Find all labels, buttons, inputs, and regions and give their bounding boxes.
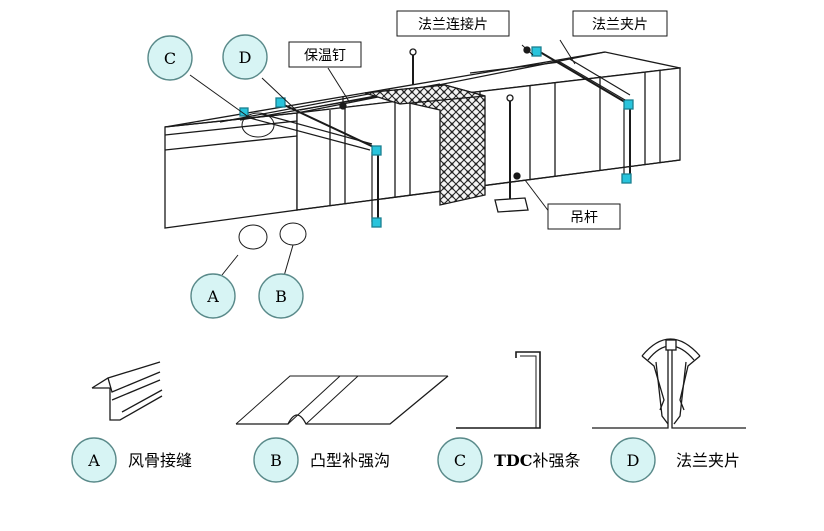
duct-side-surface: [296, 67, 681, 211]
legend-d: D 法兰夹片: [610, 437, 740, 483]
detail-b-profile: [235, 375, 449, 425]
label-flange-clip: 法兰夹片: [572, 10, 668, 37]
flange-right: [531, 46, 634, 184]
caption-b: 凸型补强沟: [310, 451, 390, 470]
circle-c-top: C: [147, 35, 193, 81]
caption-a: 风骨接缝: [128, 451, 192, 470]
duct-end-face: [164, 112, 298, 229]
svg-text:C: C: [164, 49, 176, 68]
circle-d-top: D: [222, 34, 268, 80]
legend-a: A 风骨接缝: [71, 437, 192, 483]
label-hanger-rod: 吊杆: [547, 203, 621, 230]
hanger-rod-text: 吊杆: [570, 210, 598, 226]
legend-b: B 凸型补强沟: [253, 437, 390, 483]
svg-text:D: D: [627, 451, 640, 470]
label-flange-connector: 法兰连接片: [396, 10, 510, 37]
circle-a-top: A: [190, 273, 236, 319]
insulation-pin-text: 保温钉: [304, 48, 346, 64]
tdc-strip: [249, 113, 373, 151]
caption-c: TDC补强条: [494, 451, 581, 470]
svg-text:B: B: [275, 287, 287, 306]
duct-assembly: [164, 39, 681, 277]
svg-text:D: D: [239, 48, 252, 67]
svg-text:C: C: [454, 451, 466, 470]
detail-a-profile: [91, 361, 163, 421]
legend-c: C TDC补强条: [437, 437, 581, 483]
svg-text:A: A: [87, 451, 100, 470]
label-insulation-pin: 保温钉: [288, 41, 362, 68]
detail-c-profile: [456, 351, 541, 429]
caption-d: 法兰夹片: [676, 451, 740, 470]
flange-clip-text: 法兰夹片: [592, 17, 648, 33]
circle-b-top: B: [258, 273, 304, 319]
svg-text:B: B: [270, 451, 282, 470]
flange-connector-text: 法兰连接片: [418, 16, 488, 33]
hanger-rod: [409, 48, 529, 213]
svg-text:A: A: [206, 287, 219, 306]
insulation-pin: [339, 96, 347, 110]
detail-d-profile: [592, 338, 746, 429]
